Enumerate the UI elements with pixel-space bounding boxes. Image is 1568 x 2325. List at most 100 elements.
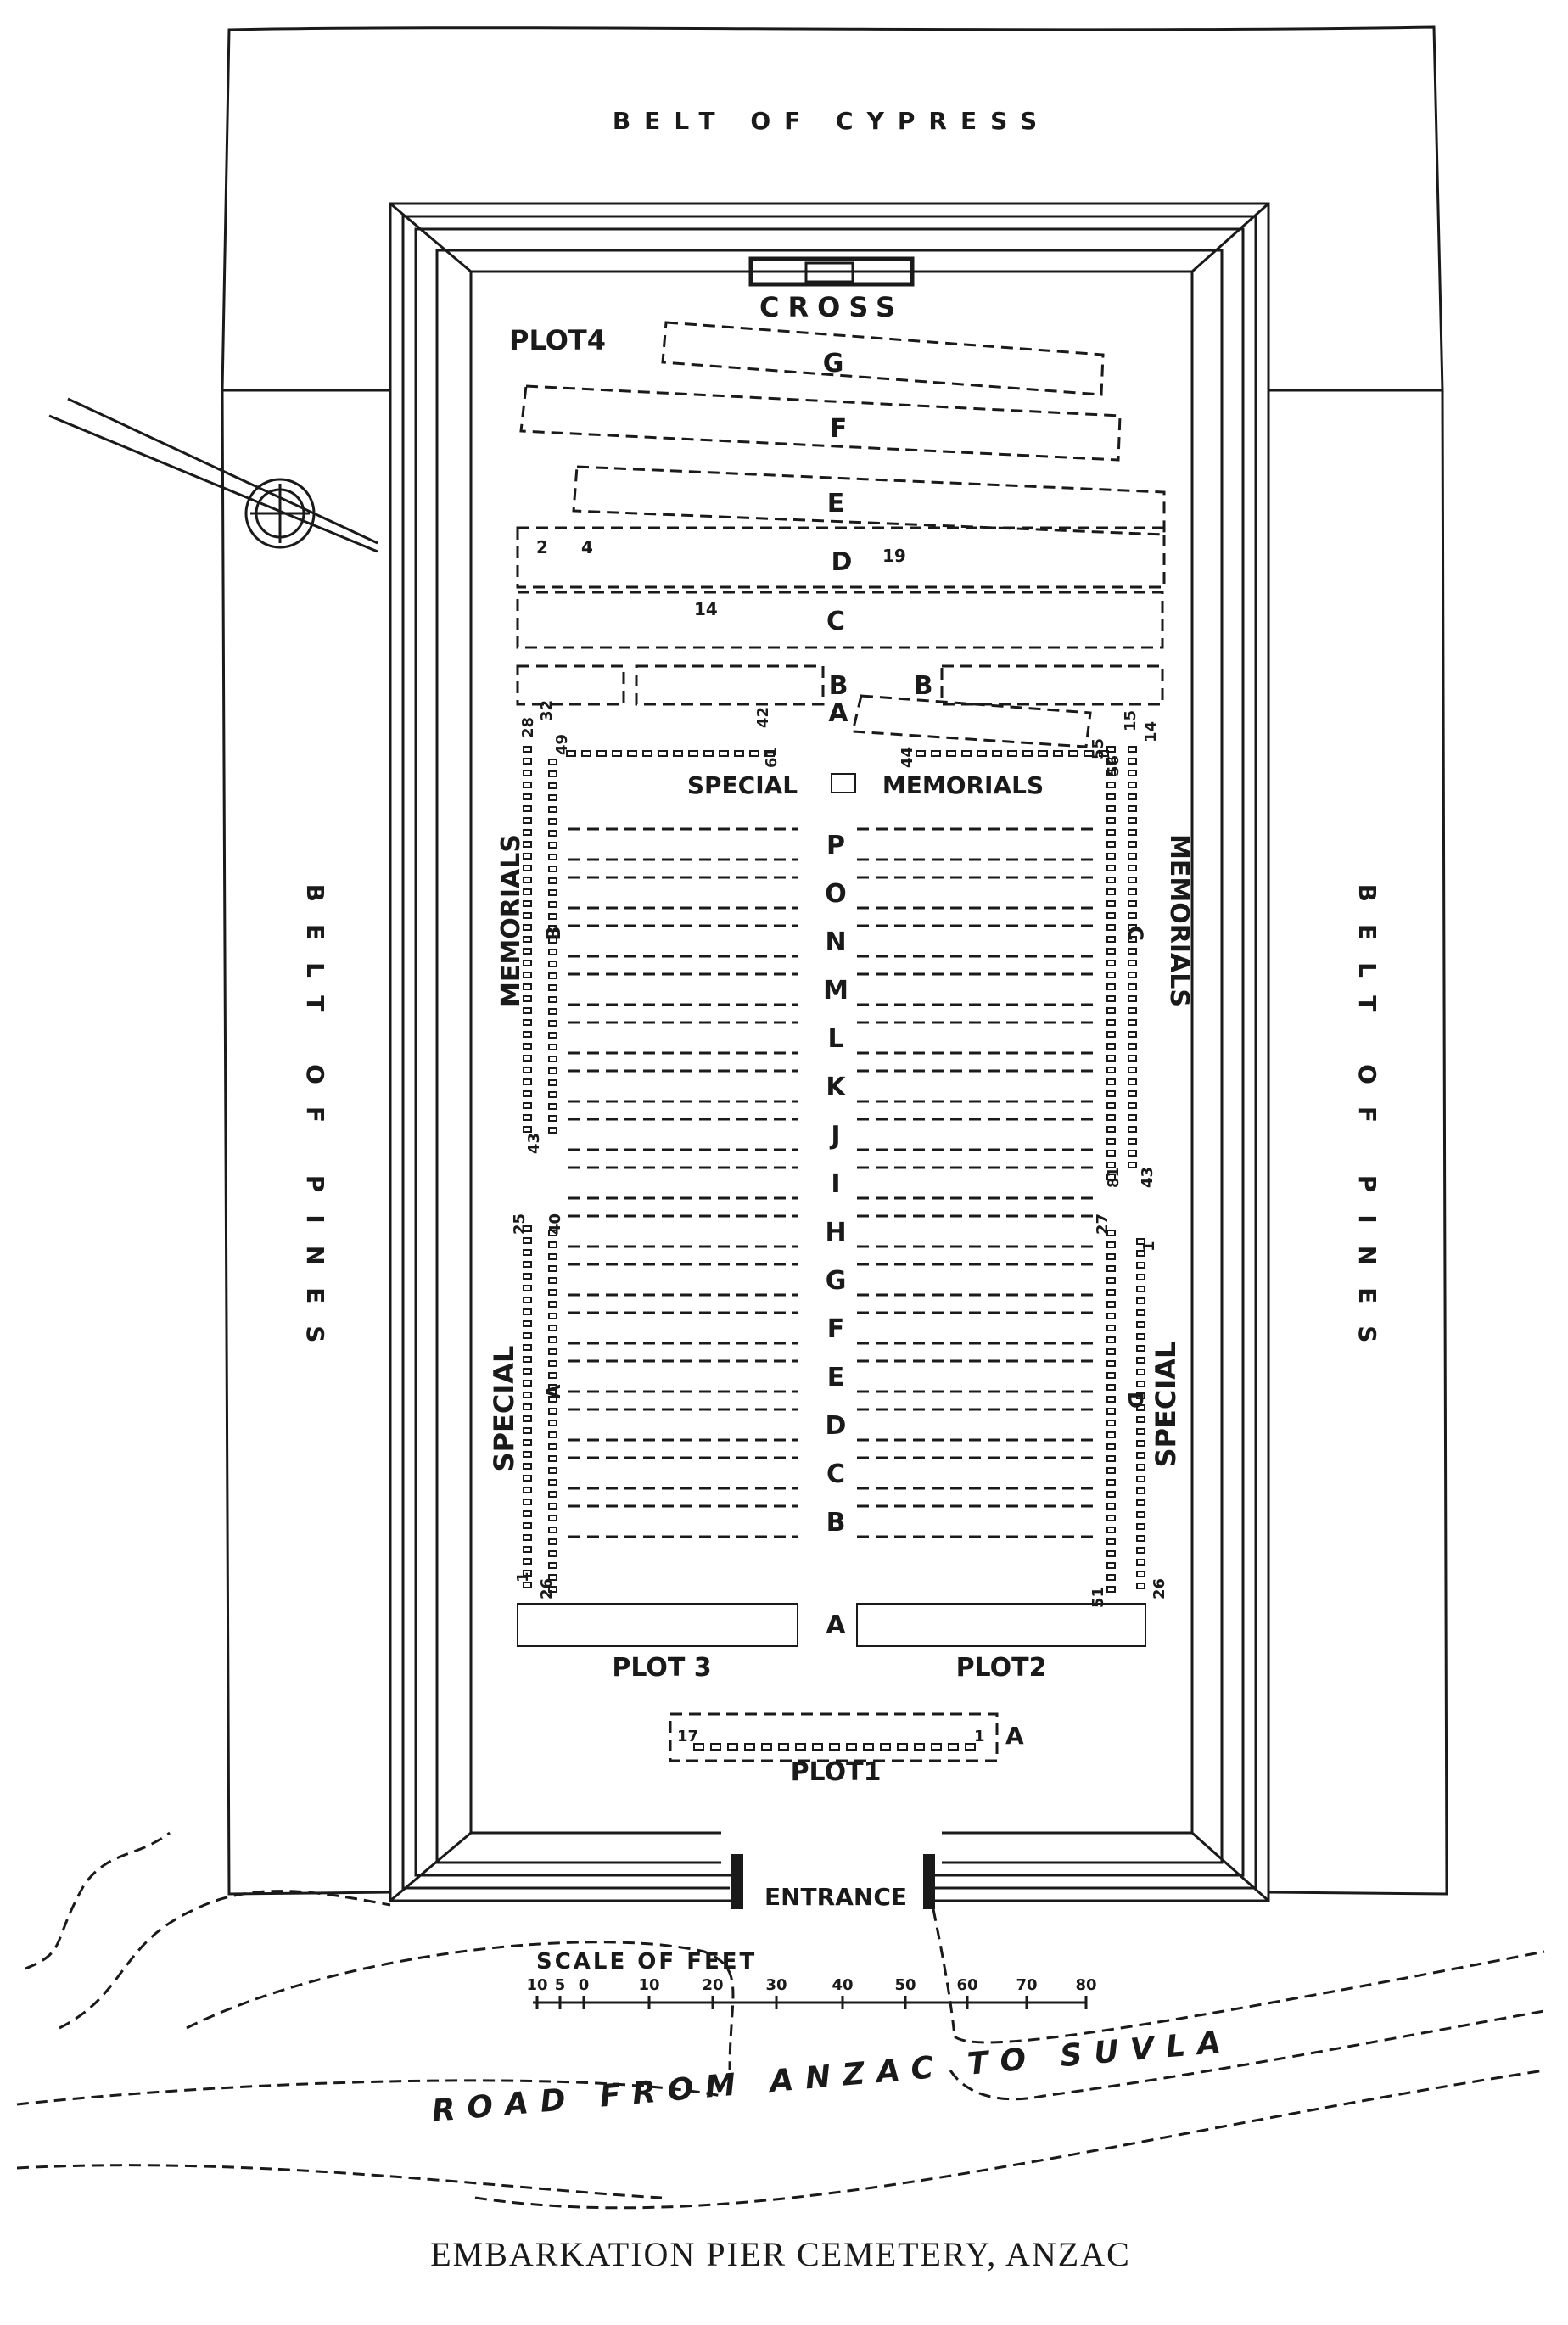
plot4-row-g: [661, 321, 1105, 396]
memorial-marker: [548, 937, 557, 944]
memorial-marker: [1106, 1138, 1116, 1145]
memorial-marker: [1136, 1440, 1145, 1447]
memorial-marker: [1106, 1538, 1116, 1545]
plot1-grave: [846, 1743, 857, 1751]
memorial-marker: [548, 1408, 557, 1415]
plot1-grave: [863, 1743, 874, 1751]
plot1-grave: [727, 1743, 738, 1751]
memorial-marker: [548, 1008, 557, 1015]
plot4-row-d-label: D: [832, 547, 853, 577]
memorial-marker: [523, 1007, 532, 1014]
memorial-marker: [523, 746, 532, 753]
row-letter: J: [829, 1121, 840, 1151]
memorial-marker: [1128, 1055, 1137, 1062]
memorial-marker: [1128, 1090, 1137, 1097]
memorial-marker: [548, 1515, 557, 1521]
plot1-grave: [914, 1743, 925, 1751]
scale-tick-label: 0: [579, 1976, 590, 1994]
memorial-marker: [523, 888, 532, 895]
memorial-marker: [523, 1078, 532, 1085]
plot4-row-e-label: E: [827, 489, 845, 518]
memorial-number: 43: [1139, 1167, 1156, 1188]
memorial-marker: [1106, 829, 1116, 836]
memorial-marker: [1128, 995, 1137, 1002]
memorial-marker: [1136, 1274, 1145, 1280]
plot4-row-f-label: F: [830, 414, 848, 444]
row-letter: A: [826, 1611, 846, 1640]
memorial-marker: [523, 912, 532, 919]
memorial-number: 14: [1142, 721, 1160, 742]
row-letter: L: [827, 1024, 843, 1054]
memorial-marker: [523, 1368, 532, 1375]
memorial-number: 49: [553, 734, 571, 755]
memorial-marker: [1128, 924, 1137, 931]
memorial-marker: [523, 1451, 532, 1458]
memorial-marker: [1136, 1511, 1145, 1518]
memorial-marker: [1136, 1321, 1145, 1328]
memorial-marker: [1106, 1043, 1116, 1050]
memorial-marker: [1106, 1126, 1116, 1133]
memorial-marker: [523, 1055, 532, 1062]
plot1-grave: [795, 1743, 806, 1751]
memorial-marker: [1136, 1416, 1145, 1423]
row-letter: I: [831, 1169, 840, 1199]
memorial-number: 26: [538, 1578, 556, 1599]
scale-tick-label: 10: [638, 1976, 659, 1994]
memorial-marker: [1106, 841, 1116, 848]
memorial-marker: [1128, 746, 1137, 753]
memorial-marker: [1128, 877, 1137, 883]
memorial-marker: [1136, 1428, 1145, 1435]
memorial-marker: [1106, 1574, 1116, 1581]
plot1-row-a-label: A: [1005, 1722, 1024, 1750]
memorial-marker: [1128, 829, 1137, 836]
memorial-marker: [523, 995, 532, 1002]
memorial-marker: [523, 1356, 532, 1363]
memorial-marker: [523, 960, 532, 966]
memorial-marker: [1106, 983, 1116, 990]
memorial-marker: [1106, 1348, 1116, 1355]
special-memorials-top-label: SPECIAL: [687, 771, 798, 799]
memorial-marker: [1106, 1431, 1116, 1438]
memorial-marker: [1106, 1150, 1116, 1157]
memorial-marker: [1106, 1396, 1116, 1403]
row-letter: E: [827, 1363, 845, 1392]
memorial-number: 26: [1151, 1578, 1168, 1599]
memorial-marker: [1106, 1455, 1116, 1462]
memorial-marker: [523, 817, 532, 824]
belt-of-cypress-label: BELT OF CYPRESS: [613, 107, 1050, 135]
memorial-marker: [523, 1031, 532, 1038]
memorial-marker: [1106, 1325, 1116, 1331]
memorial-marker: [523, 1487, 532, 1493]
plot1-outline: [669, 1712, 999, 1762]
memorial-marker: [523, 1534, 532, 1541]
cross-centre: [804, 261, 854, 283]
memorial-marker: [1136, 1309, 1145, 1316]
memorial-marker: [1106, 1443, 1116, 1450]
row-letter: H: [825, 1218, 846, 1247]
memorial-marker: [1106, 1527, 1116, 1533]
memorial-marker: [1106, 805, 1116, 812]
plot4-row-c-label: C: [826, 607, 845, 636]
scale-tick-label: 30: [765, 1976, 787, 1994]
plot4-row-f: [519, 384, 1122, 462]
memorial-marker: [523, 1332, 532, 1339]
memorial-marker: [548, 1467, 557, 1474]
scale-tick-label: 10: [526, 1976, 547, 1994]
memorial-marker: [1136, 1286, 1145, 1292]
memorial-marker: [523, 1126, 532, 1133]
memorial-marker: [1136, 1535, 1145, 1542]
memorial-marker: [961, 750, 972, 757]
memorial-marker: [523, 793, 532, 800]
road: [16, 1831, 1545, 2210]
entrance-label: ENTRANCE: [764, 1883, 907, 1911]
memorial-marker: [548, 913, 557, 920]
plot1-grave: [812, 1743, 823, 1751]
memorial-marker: [523, 1427, 532, 1434]
memorial-marker: [523, 1225, 532, 1232]
memorial-marker: [1106, 746, 1116, 753]
memorial-marker: [523, 1570, 532, 1577]
memorial-marker: [548, 854, 557, 860]
memorial-marker: [523, 1114, 532, 1121]
memorial-marker: [548, 1372, 557, 1379]
memorial-marker: [548, 1503, 557, 1510]
